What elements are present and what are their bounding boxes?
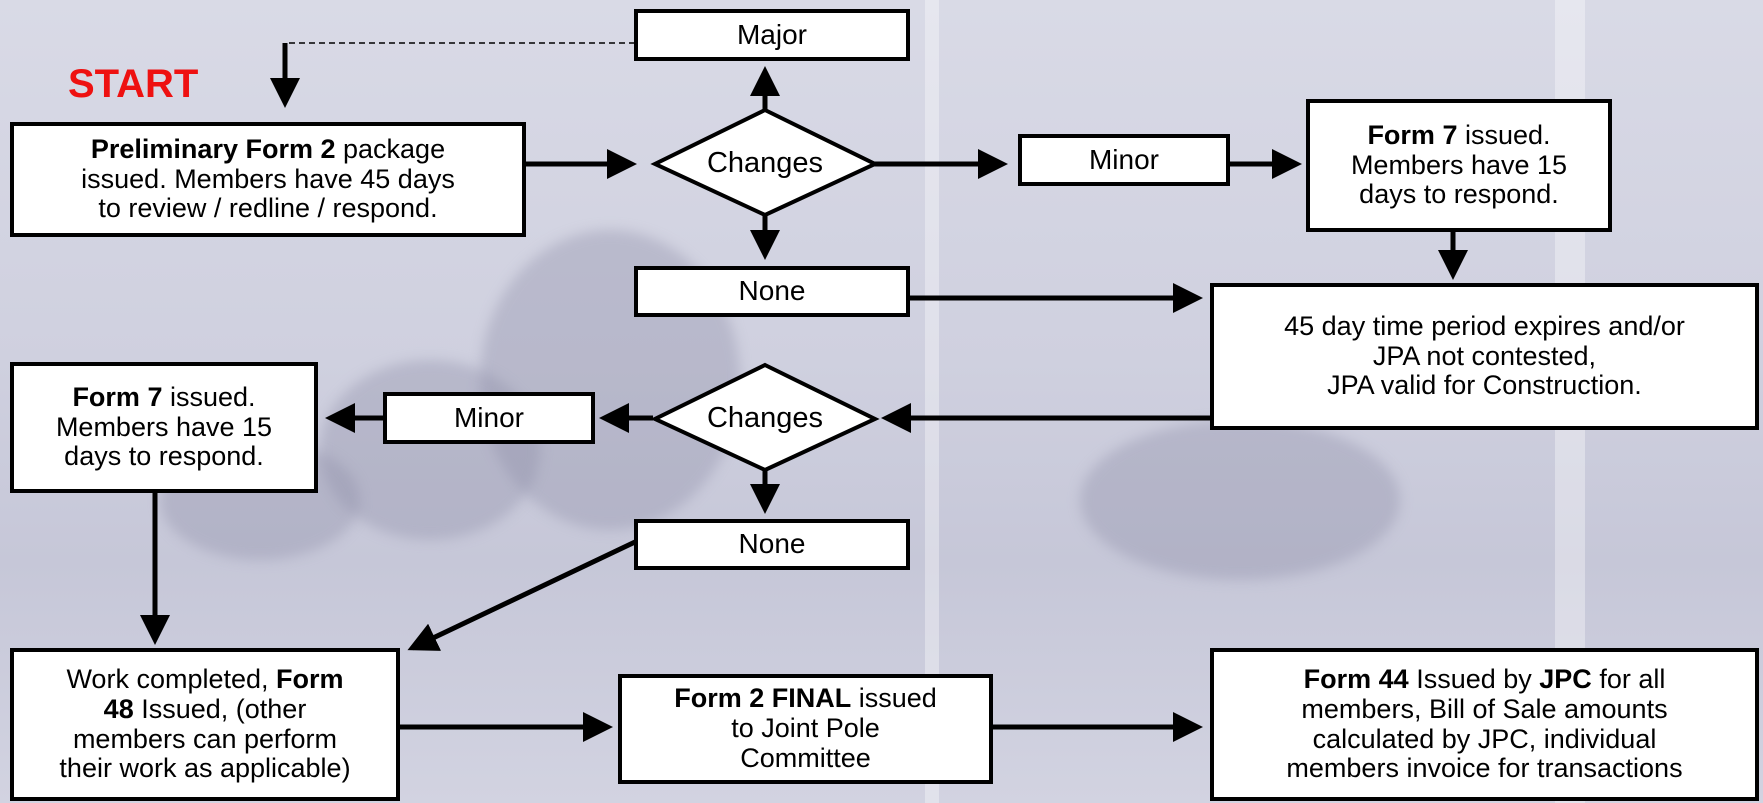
minor-mid-label: Minor — [453, 401, 524, 433]
form7-left-line1-rest: issued. — [162, 381, 256, 412]
form2final-line2: to Joint Pole — [731, 713, 880, 744]
form2final-bold: Form 2 FINAL — [674, 683, 852, 714]
none-mid-label: None — [738, 528, 806, 560]
form2final-line3: Committee — [740, 742, 871, 773]
form44-bold2: JPC — [1539, 664, 1592, 695]
form44-line3: calculated by JPC, individual — [1312, 723, 1657, 754]
none-top-box: None — [634, 266, 910, 317]
work-line1-bold: Form — [276, 664, 344, 695]
prelim-line3: to review / redline / respond. — [98, 193, 438, 224]
work-line4: their work as applicable) — [59, 753, 351, 784]
form44-bold1: Form 44 — [1303, 664, 1409, 695]
form2final-line1-rest: issued — [851, 683, 937, 714]
start-label: START — [68, 62, 199, 106]
work-line1-pre: Work completed, — [66, 664, 277, 695]
preliminary-form2-box: Preliminary Form 2 package issued. Membe… — [10, 122, 526, 237]
changes-mid-label: Changes — [706, 402, 824, 434]
work-line2-bold: 48 — [103, 693, 134, 724]
expire-line3: JPA valid for Construction. — [1327, 370, 1642, 401]
form7-top-bold: Form 7 — [1367, 119, 1458, 150]
form44-rest1: for all — [1591, 664, 1666, 695]
work-completed-box: Work completed, Form 48 Issued, (other m… — [10, 648, 400, 801]
work-line2-rest: Issued, (other — [133, 693, 307, 724]
arrow-none-work — [407, 539, 637, 651]
changes-mid-diamond — [650, 362, 880, 473]
minor-top-label: Minor — [1088, 143, 1159, 175]
prelim-line1-rest: package — [335, 133, 446, 164]
form7-top-box: Form 7 issued. Members have 15 days to r… — [1306, 99, 1612, 232]
form44-line2: members, Bill of Sale amounts — [1301, 693, 1668, 724]
work-line3: members can perform — [72, 723, 338, 754]
minor-top-box: Minor — [1018, 134, 1230, 186]
form7-top-line1-rest: issued. — [1457, 119, 1551, 150]
form44-box: Form 44 Issued by JPC for all members, B… — [1210, 648, 1759, 801]
form7-top-line2: Members have 15 — [1350, 149, 1568, 180]
form7-left-bold: Form 7 — [72, 381, 163, 412]
major-box: Major — [634, 9, 910, 61]
prelim-bold: Preliminary Form 2 — [90, 133, 336, 164]
expire-line2: JPA not contested, — [1372, 340, 1597, 371]
form7-left-line3: days to respond. — [64, 441, 264, 472]
expire-line1: 45 day time period expires and/or — [1284, 310, 1685, 341]
none-top-label: None — [738, 275, 806, 307]
form7-left-box: Form 7 issued. Members have 15 days to r… — [10, 362, 318, 493]
prelim-line2: issued. Members have 45 days — [81, 163, 455, 194]
form44-mid1: Issued by — [1408, 664, 1540, 695]
form44-line4: members invoice for transactions — [1286, 753, 1683, 784]
form2-final-box: Form 2 FINAL issued to Joint Pole Commit… — [618, 674, 993, 784]
form7-left-line2: Members have 15 — [55, 411, 273, 442]
expire-box: 45 day time period expires and/or JPA no… — [1210, 283, 1759, 430]
none-mid-box: None — [634, 519, 910, 570]
major-label: Major — [736, 18, 807, 50]
changes-top-diamond — [650, 107, 880, 218]
minor-mid-box: Minor — [383, 392, 595, 444]
form7-top-line3: days to respond. — [1359, 179, 1559, 210]
changes-top-label: Changes — [706, 147, 824, 179]
